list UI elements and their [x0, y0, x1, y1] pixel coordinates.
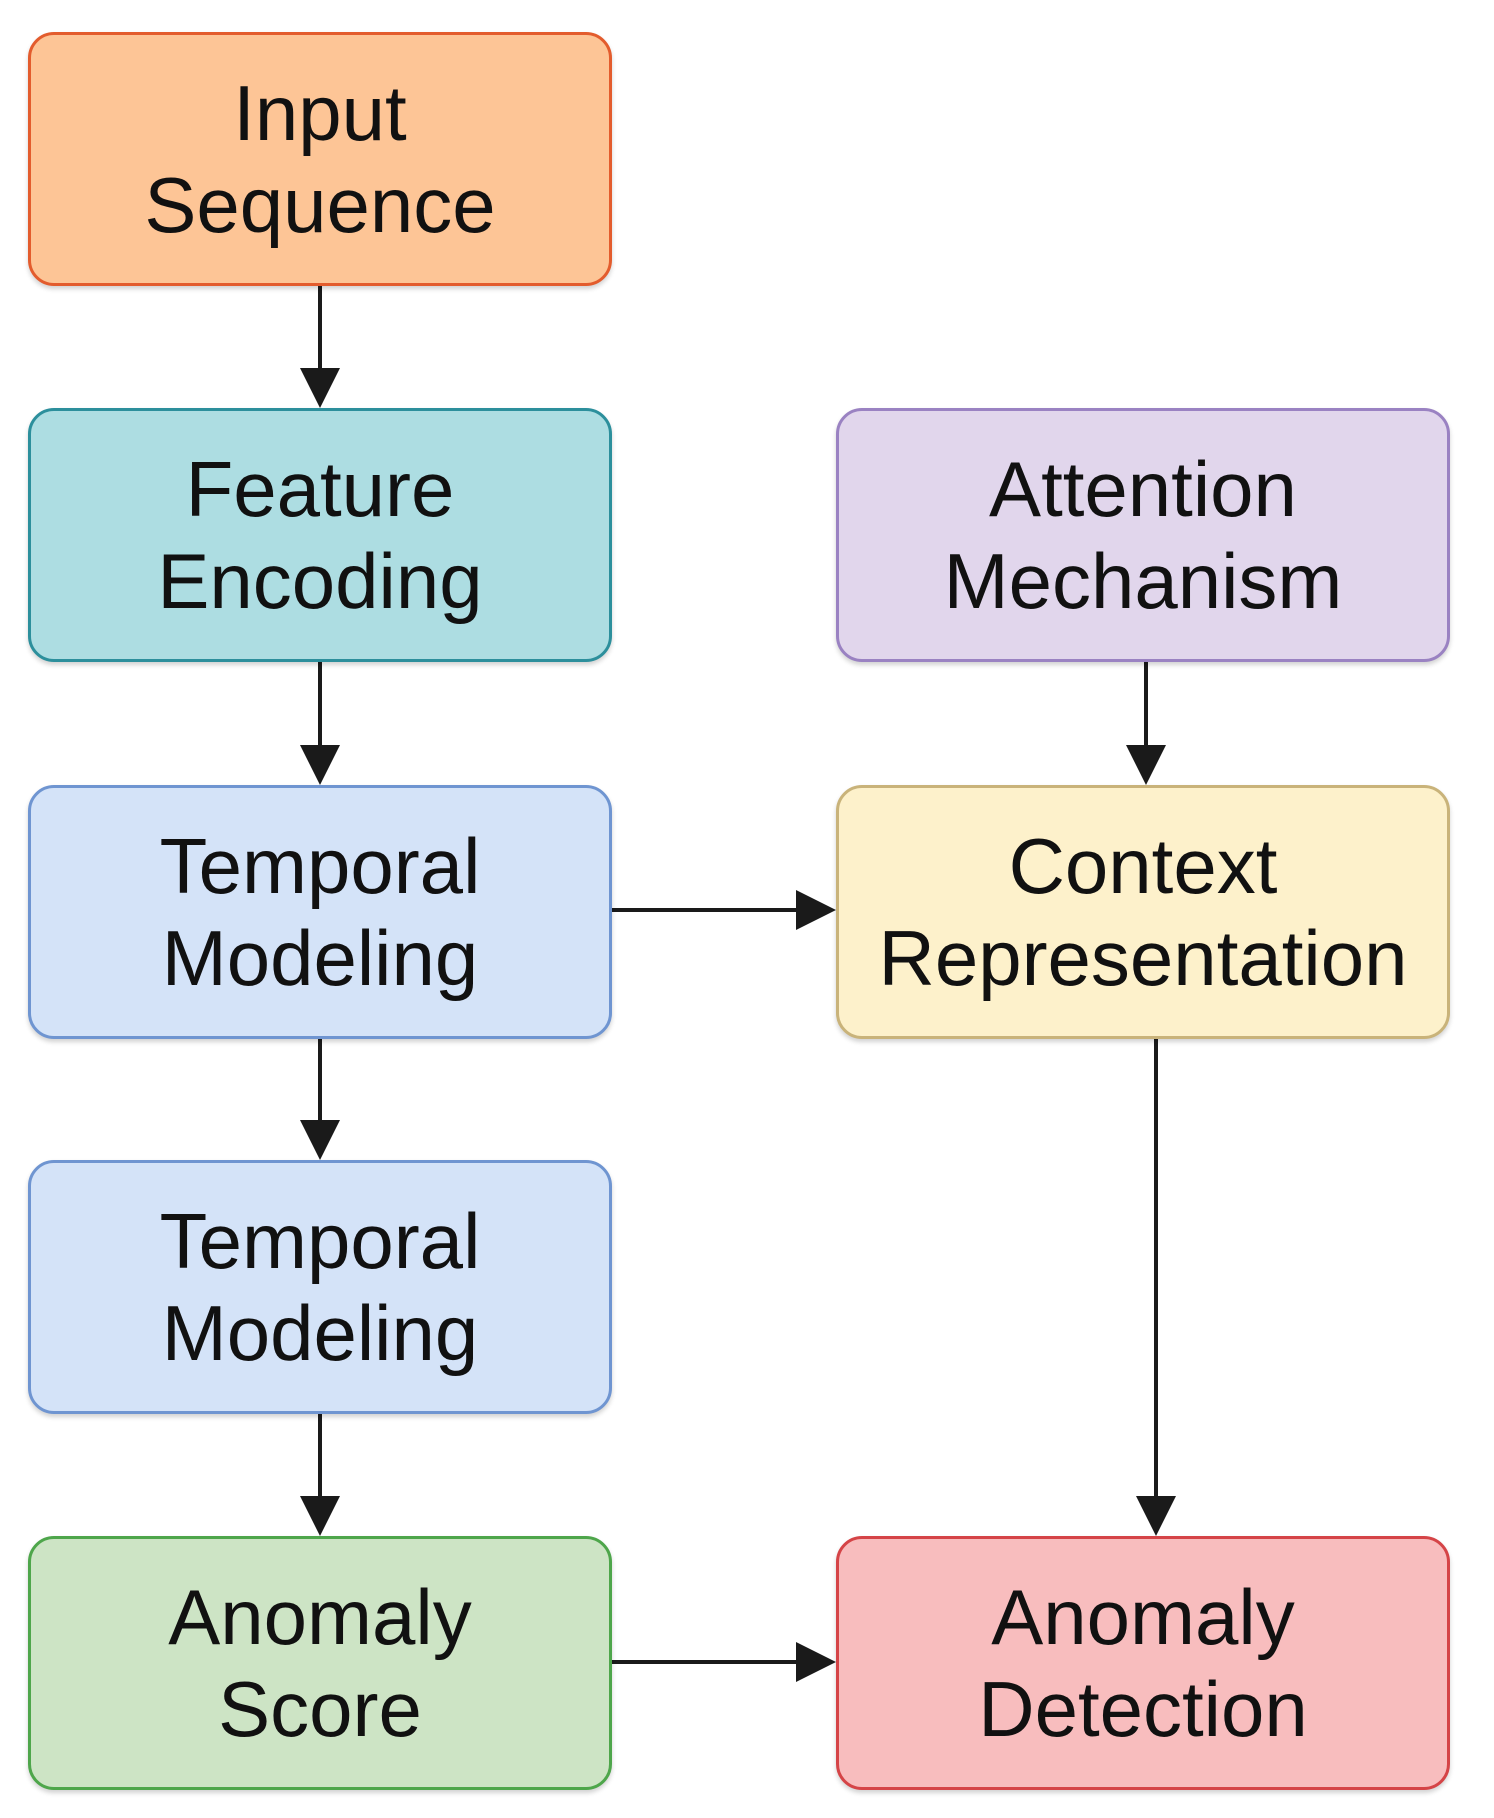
node-feature-encoding: Feature Encoding	[28, 408, 612, 662]
node-label-line: Modeling	[161, 914, 479, 1002]
node-temporal-modeling-1: Temporal Modeling	[28, 785, 612, 1039]
node-label-line: Temporal	[159, 1197, 481, 1285]
node-label-line: Temporal	[159, 822, 481, 910]
node-label-line: Context	[1008, 822, 1278, 910]
node-label-line: Sequence	[144, 161, 496, 249]
node-input-sequence: Input Sequence	[28, 32, 612, 286]
node-context-representation: Context Representation	[836, 785, 1450, 1039]
node-label-line: Encoding	[157, 537, 483, 625]
node-attention-mechanism: Attention Mechanism	[836, 408, 1450, 662]
node-label-line: Anomaly	[991, 1573, 1295, 1661]
node-label-line: Modeling	[161, 1289, 479, 1377]
node-label-line: Attention	[989, 445, 1297, 533]
node-label-line: Anomaly	[168, 1573, 472, 1661]
node-temporal-modeling-2: Temporal Modeling	[28, 1160, 612, 1414]
node-label-line: Detection	[978, 1665, 1308, 1753]
node-label-line: Score	[218, 1665, 422, 1753]
node-label-line: Representation	[878, 914, 1408, 1002]
node-label-line: Mechanism	[943, 537, 1343, 625]
node-label-line: Feature	[185, 445, 455, 533]
node-anomaly-detection: Anomaly Detection	[836, 1536, 1450, 1790]
node-anomaly-score: Anomaly Score	[28, 1536, 612, 1790]
node-label-line: Input	[233, 69, 407, 157]
